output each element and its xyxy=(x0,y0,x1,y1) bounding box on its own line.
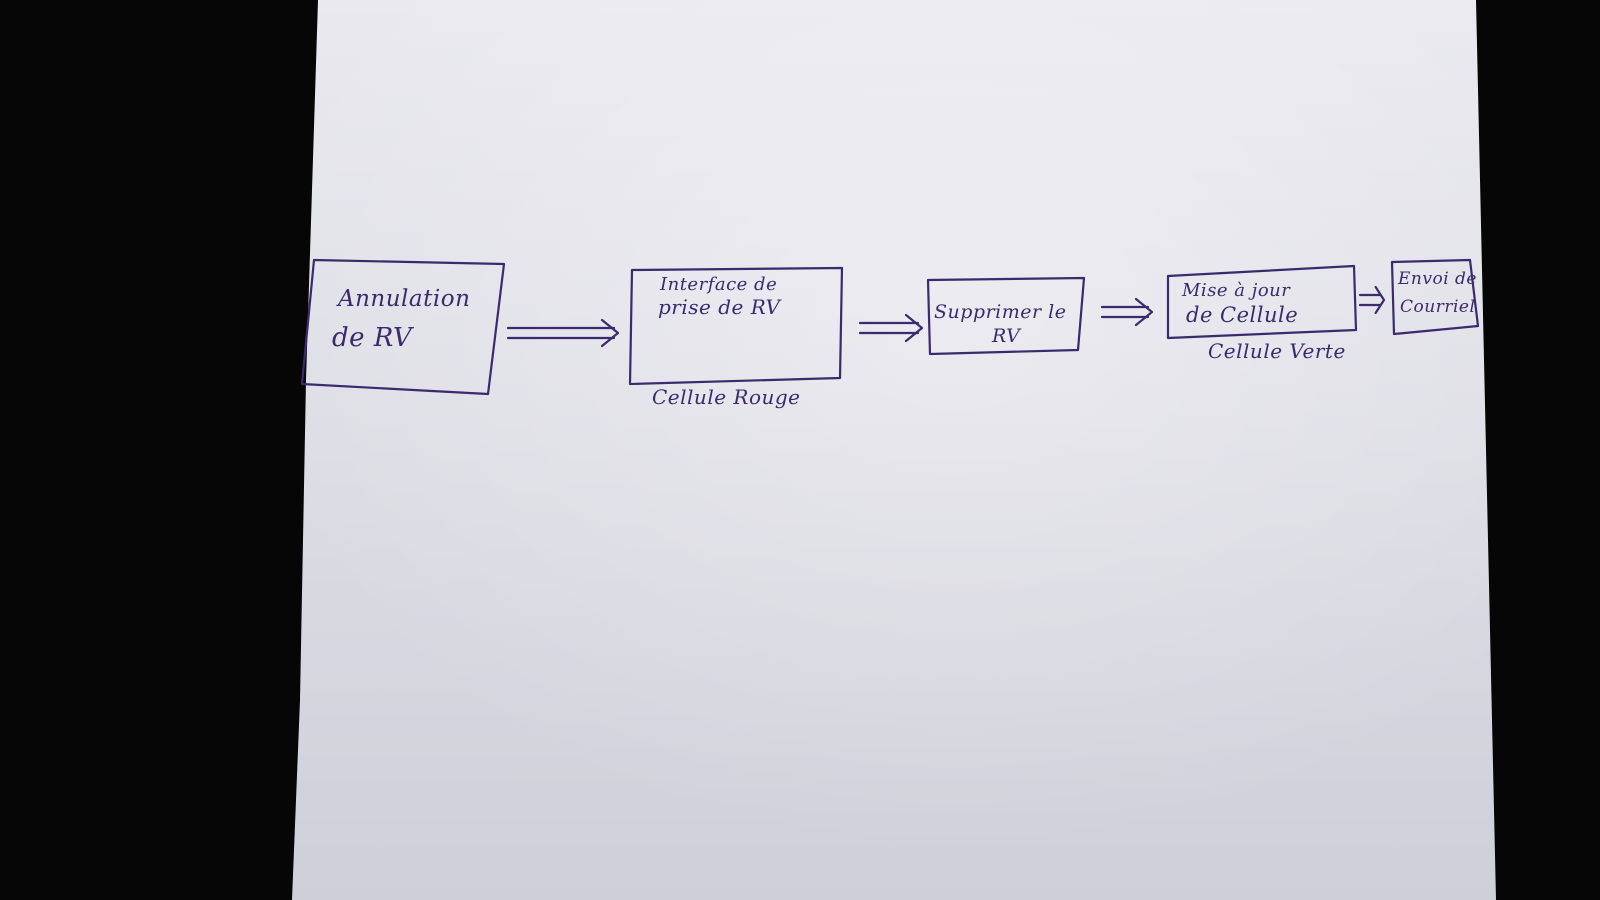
box-annulation-label-line-2: de RV xyxy=(332,323,414,353)
box-supprimer xyxy=(926,276,1086,356)
caption-interface: Cellule Rouge xyxy=(652,385,801,409)
arrow-mise-a-jour-to-envoi xyxy=(1358,285,1386,315)
box-annulation-label-line-1: Annulation xyxy=(336,286,470,312)
box-envoi xyxy=(1390,258,1480,336)
box-mise-a-jour xyxy=(1166,264,1358,340)
arrow-annulation-to-interface xyxy=(506,318,620,348)
box-supprimer-label-line-2: RV xyxy=(991,325,1022,347)
box-mise-a-jour-label-line-2: de Cellule xyxy=(1186,303,1298,327)
caption-mise-a-jour: Cellule Verte xyxy=(1208,339,1346,363)
box-interface-label-line-2: prise de RV xyxy=(658,295,783,319)
arrow-supprimer-to-mise-a-jour xyxy=(1100,297,1154,327)
box-mise-a-jour-label-line-1: Mise à jour xyxy=(1181,280,1291,301)
box-annulation xyxy=(300,258,506,396)
box-interface-label-line-1: Interface de xyxy=(659,274,777,295)
arrow-interface-to-supprimer xyxy=(858,313,924,343)
paper-glare xyxy=(292,0,1496,900)
box-envoi-label-line-1: Envoi de xyxy=(1397,269,1477,289)
box-interface xyxy=(628,266,844,386)
box-envoi-label-line-2: Courriel xyxy=(1400,297,1475,317)
box-supprimer-label-line-1: Supprimer le xyxy=(934,301,1066,323)
